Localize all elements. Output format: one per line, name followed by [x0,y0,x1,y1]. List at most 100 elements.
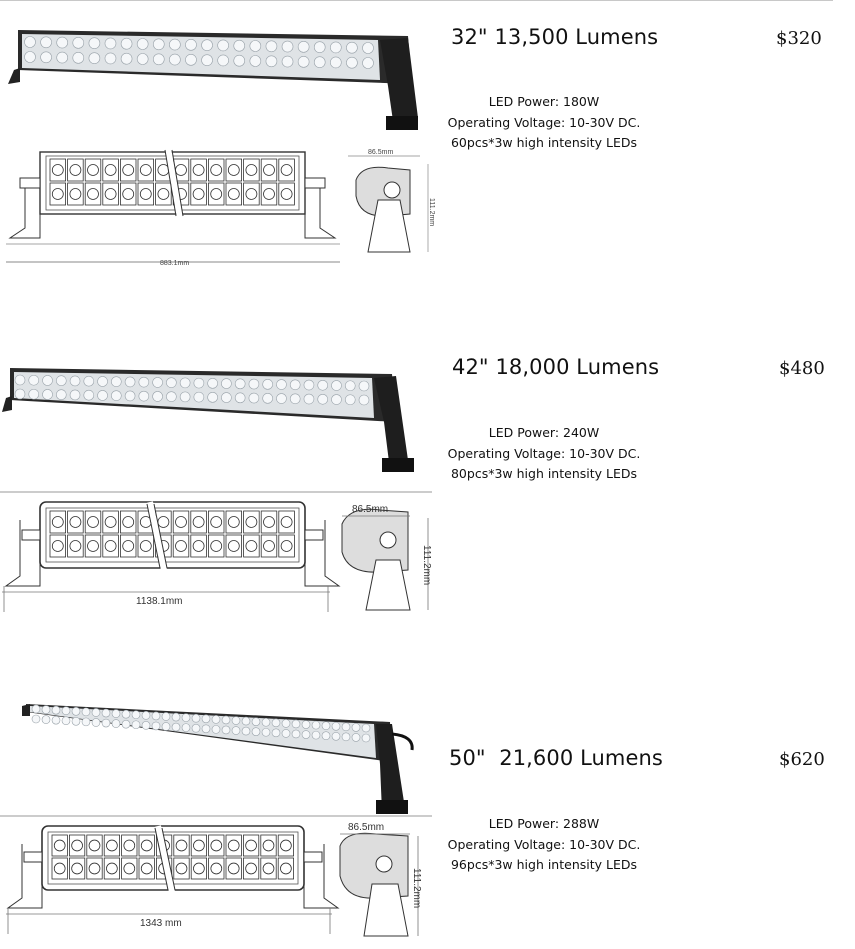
led-lens [111,719,121,728]
led-lens [313,41,326,53]
led-lens [261,727,271,737]
led-lens [55,375,67,387]
led-lens [231,716,241,725]
led-lens [201,714,211,724]
led-lens [281,719,291,728]
led-lens [263,164,275,176]
led-lens [191,713,201,723]
led-lens [331,394,342,405]
led-power: LED Power: 180W [488,94,600,109]
dimension-drawing: 1138.1mm 86.5mm 111.2mm [0,491,432,612]
depth-dimension: 86.5mm [352,504,388,515]
led-count: 96pcs*3w high intensity LEDs [450,857,638,872]
depth-dimension: 86.5mm [368,149,393,156]
led-lens [69,164,82,176]
led-lens [175,862,188,875]
led-lens [152,53,165,66]
led-lens [346,41,358,54]
led-lens [280,839,292,852]
led-lens [106,839,118,852]
led-lens [303,393,315,405]
led-lens [192,516,205,528]
product-specs: LED Power: 180W Operating Voltage: 10-30… [444,92,644,154]
led-lens [201,39,213,51]
led-lens [193,862,205,875]
led-lens [169,53,181,66]
led-lens [91,718,101,727]
led-lens [88,839,101,852]
led-lens [14,388,26,400]
led-lens [234,378,246,390]
led-lens [276,379,287,390]
led-lens [280,540,293,552]
led-lens [289,393,301,405]
led-lens [221,715,231,725]
led-lens [69,375,81,387]
led-lens [263,188,275,200]
led-lens [210,839,223,852]
product-title: 32" 13,500 Lumens [451,25,659,49]
led-lens [207,378,218,389]
led-lens [140,862,153,875]
led-lens [301,730,311,739]
led-lens [362,42,374,54]
led-lens [207,392,218,403]
led-lens [217,54,229,67]
led-lens [51,516,64,528]
led-lens [83,389,95,401]
led-lens [55,389,67,401]
led-lens [201,54,213,66]
led-lens [88,862,101,875]
led-lens [87,164,99,176]
led-lens [281,729,291,738]
led-lens [88,37,101,49]
led-lens [122,540,135,552]
led-lens [71,707,81,716]
product-price: $480 [779,358,825,379]
led-lens [123,839,136,852]
led-lens [41,705,51,714]
led-lens [69,188,82,200]
led-lens [361,723,371,733]
product-specs: LED Power: 288W Operating Voltage: 10-30… [444,814,644,876]
led-lens [245,540,258,552]
dimension-drawing: 1343 mm 86.5mm 111.2mm [0,815,432,937]
led-lens [97,376,108,387]
led-lens [227,164,240,176]
led-lens [330,41,342,54]
led-lens [123,862,136,875]
led-lens [169,38,181,51]
led-lens [53,839,66,852]
led-lens [210,862,223,875]
led-lens [227,188,240,200]
led-lens [192,188,205,200]
led-lens [122,516,135,528]
led-lens [139,188,152,200]
led-lens [124,376,136,388]
led-lens [152,38,165,51]
led-lens [311,730,321,740]
led-lens [192,540,205,552]
led-lens [175,839,188,852]
led-lens [104,188,117,200]
led-lens [171,712,181,722]
led-lens [263,516,275,528]
led-lens [175,540,187,552]
led-lens [31,714,41,724]
led-lens [251,717,261,726]
led-lens [317,379,329,391]
led-lens [111,376,122,387]
led-lens [151,721,161,731]
led-lens [136,38,149,50]
led-lens [139,540,152,552]
led-lens [31,704,41,714]
led-lens [157,516,170,528]
led-lens [106,862,118,875]
led-lens [303,379,315,391]
length-dimension: 883.1mm [160,260,189,267]
led-lens [361,733,371,743]
length-dimension: 1138.1mm [136,596,183,607]
led-lens [341,722,351,732]
led-lens [280,862,292,875]
led-lens [291,719,301,729]
